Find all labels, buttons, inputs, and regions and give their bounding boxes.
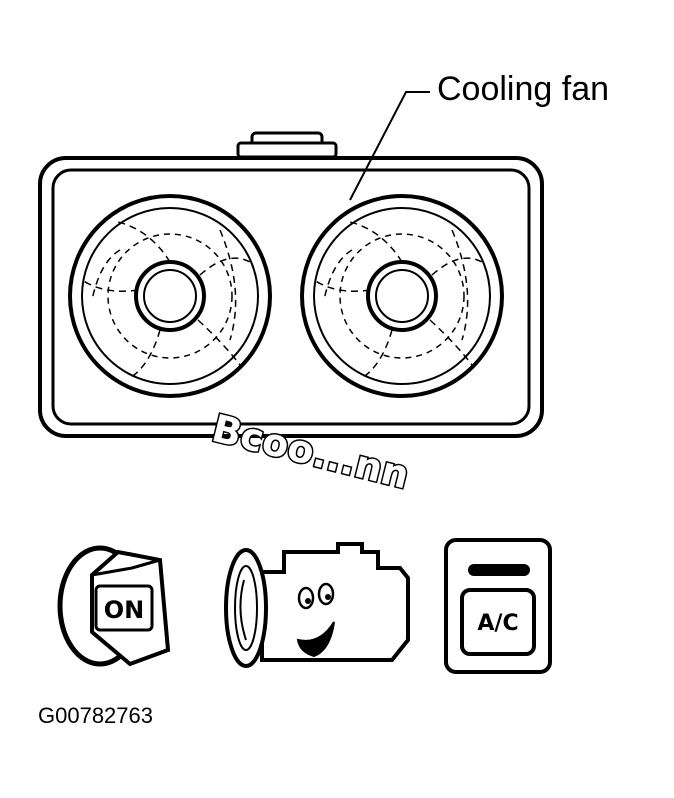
ac-indicator-light: [468, 564, 530, 576]
right-fan-blades: [313, 221, 483, 379]
engine-face: [296, 582, 335, 658]
ac-switch-panel: A/C: [444, 538, 552, 674]
ac-button-label: A/C: [477, 611, 518, 636]
left-fan-hub: [134, 260, 206, 332]
ac-button[interactable]: [460, 588, 536, 656]
cooling-fan-callout-label: Cooling fan: [437, 70, 610, 108]
right-cooling-fan: [300, 194, 504, 398]
radiator-cap: [236, 131, 338, 159]
engine-character: [224, 542, 410, 668]
right-fan-hub: [366, 260, 438, 332]
engine-eye-right: [317, 582, 335, 606]
ignition-key: ON: [57, 545, 171, 667]
engine-eye-left: [297, 586, 315, 610]
engine-mouth: [296, 621, 335, 658]
left-fan-blades: [81, 221, 251, 379]
key-on-label: ON: [104, 596, 145, 624]
callout-leader-line: [349, 91, 430, 201]
left-cooling-fan: [68, 194, 272, 398]
figure-id: G00782763: [38, 703, 153, 728]
